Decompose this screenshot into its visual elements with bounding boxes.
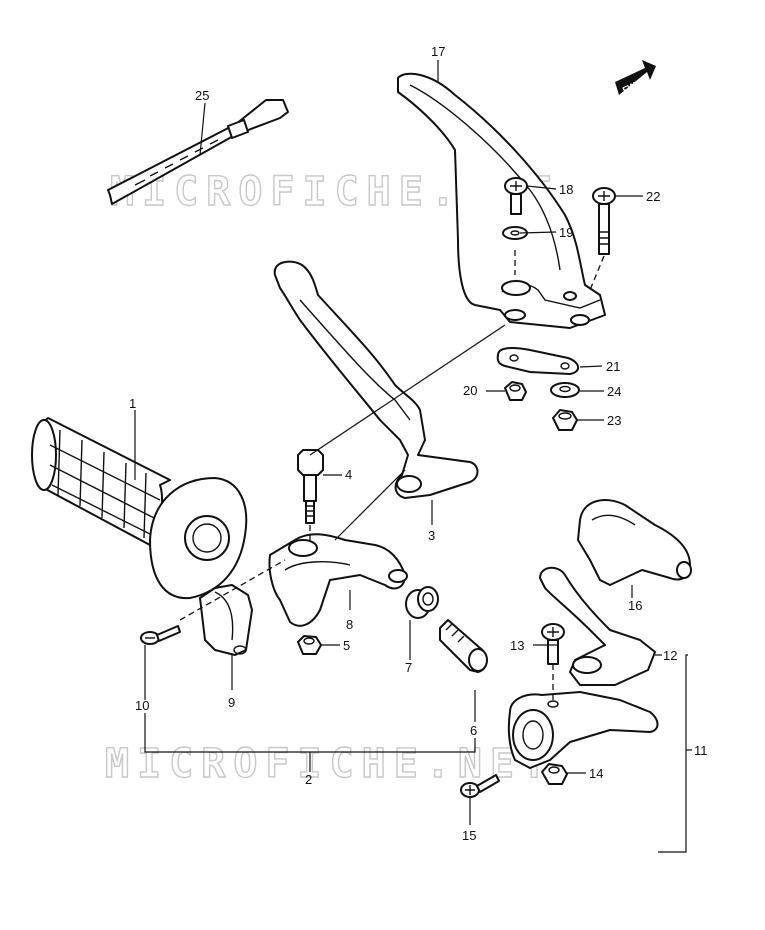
clutch-lever (273, 260, 479, 499)
nut-23 (552, 409, 578, 431)
assembly-lines (179, 250, 605, 700)
lever-cover-16 (577, 499, 692, 586)
callout-numbers: 1 2 3 4 5 6 7 8 9 10 11 12 13 14 15 16 1… (129, 44, 708, 843)
callout-19: 19 (559, 225, 573, 240)
callout-16: 16 (628, 598, 642, 613)
nut-20 (504, 381, 527, 401)
callout-4: 4 (345, 467, 352, 482)
callout-14: 14 (589, 766, 603, 781)
handlebar-grip (31, 417, 248, 600)
nut-5 (297, 635, 322, 655)
callout-17: 17 (431, 44, 445, 59)
callout-25: 25 (195, 88, 209, 103)
callout-24: 24 (607, 384, 621, 399)
bolt-22 (592, 187, 616, 255)
hand-guard (397, 72, 606, 329)
hot-start-lever (539, 566, 656, 686)
callout-5: 5 (343, 638, 350, 653)
callout-10: 10 (135, 698, 149, 713)
leader-lines (134, 60, 692, 853)
callout-1: 1 (129, 396, 136, 411)
callout-12: 12 (663, 648, 677, 663)
callout-18: 18 (559, 182, 573, 197)
callout-11: 11 (694, 743, 708, 758)
holder-11 (507, 691, 659, 769)
bolt-13 (541, 623, 565, 665)
callout-9: 9 (228, 695, 235, 710)
fwd-arrow-icon: FWD (615, 60, 656, 95)
pivot-bolt-4 (297, 449, 324, 524)
screw-10 (140, 625, 181, 645)
adjuster-bolt-6 (439, 619, 488, 673)
nut-14 (541, 763, 568, 785)
callout-13: 13 (510, 638, 524, 653)
callout-20: 20 (463, 383, 477, 398)
watermark-bottom: MICROFICHE.NET (105, 741, 554, 787)
callout-6: 6 (470, 723, 477, 738)
callout-8: 8 (346, 617, 353, 632)
callout-23: 23 (607, 413, 621, 428)
adjuster-nut-7 (405, 586, 439, 619)
plate-21 (496, 346, 579, 375)
clamp-9 (199, 584, 253, 656)
washer-24 (550, 382, 580, 398)
callout-2: 2 (305, 772, 312, 787)
lever-holder-8 (268, 533, 408, 627)
callout-22: 22 (646, 189, 660, 204)
cable-tie (107, 99, 289, 205)
callout-3: 3 (428, 528, 435, 543)
callout-15: 15 (462, 828, 476, 843)
callout-7: 7 (405, 660, 412, 675)
callout-21: 21 (606, 359, 620, 374)
